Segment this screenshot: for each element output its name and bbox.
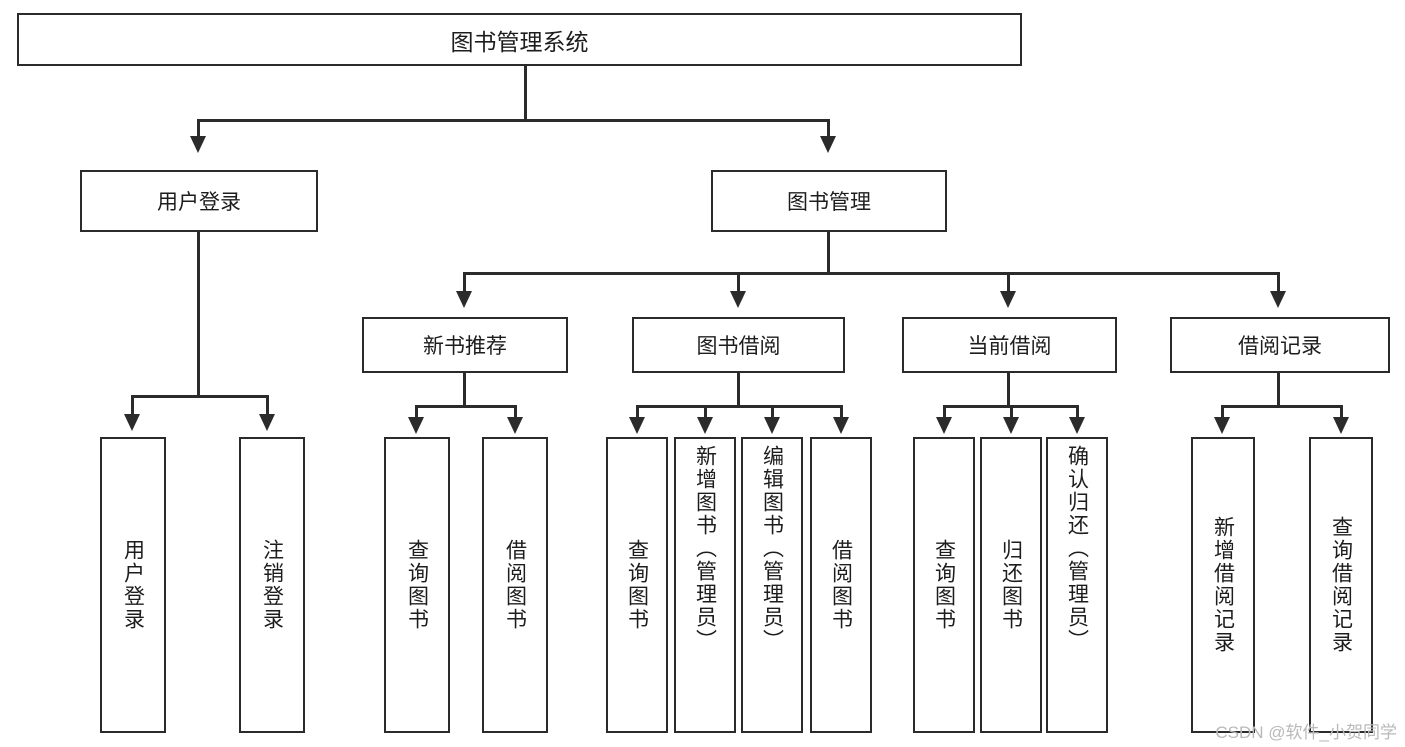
connector-bb-bus [636, 405, 842, 408]
node-label: 查询图书 [625, 539, 649, 631]
connector-bb-stem [737, 373, 740, 407]
node-label: 新增借阅记录 [1211, 516, 1235, 654]
connector-cb-branch-3 [1076, 405, 1079, 419]
connector-nbr-bus [415, 405, 516, 408]
node-label: 查询图书 [932, 539, 956, 631]
node-label: 图书管理系统 [450, 28, 589, 55]
connector-root-to-book-management [827, 119, 830, 139]
arrowhead-bm-to-book-borrow [730, 291, 746, 308]
arrowhead-bb-leaf-4 [833, 417, 849, 434]
leaf-book-borrow-query-book[interactable]: 查询图书 [606, 437, 668, 733]
leaf-book-borrow-borrow-book[interactable]: 借阅图书 [810, 437, 872, 733]
arrowhead-root-to-book-management [820, 136, 836, 153]
arrowhead-nbr-leaf-2 [507, 417, 523, 434]
connector-nbr-stem [463, 373, 466, 407]
node-label: 借阅记录 [1238, 335, 1322, 358]
leaf-new-book-recommend-borrow-book[interactable]: 借阅图书 [482, 437, 548, 733]
connector-bm-branch-2 [737, 272, 740, 294]
node-user-login[interactable]: 用户登录 [80, 170, 318, 232]
node-borrow-record[interactable]: 借阅记录 [1170, 317, 1390, 373]
node-label: 当前借阅 [967, 335, 1052, 358]
arrowhead-nbr-leaf-1 [408, 417, 424, 434]
connector-root-to-user-login [197, 119, 200, 139]
connector-br-stem [1277, 373, 1280, 407]
leaf-current-borrow-query-book[interactable]: 查询图书 [913, 437, 975, 733]
connector-nbr-branch-2 [514, 405, 517, 419]
connector-user-login-bus [131, 395, 268, 398]
connector-cb-stem [1007, 373, 1010, 407]
leaf-new-book-recommend-query-book[interactable]: 查询图书 [384, 437, 450, 733]
connector-bb-branch-2 [704, 405, 707, 419]
leaf-borrow-record-query-record[interactable]: 查询借阅记录 [1309, 437, 1373, 733]
connector-br-bus [1221, 405, 1342, 408]
node-label: 确认归还（管理员） [1065, 445, 1089, 652]
arrowhead-cb-leaf-2 [1003, 417, 1019, 434]
arrowhead-user-login-leaf-1 [124, 414, 140, 431]
node-label: 查询图书 [405, 539, 429, 631]
leaf-user-login-login[interactable]: 用户登录 [100, 437, 166, 733]
leaf-borrow-record-add-record[interactable]: 新增借阅记录 [1191, 437, 1255, 733]
connector-root-bus [197, 119, 829, 122]
node-label: 新书推荐 [423, 335, 507, 358]
node-label: 用户登录 [157, 191, 241, 214]
leaf-user-login-logout[interactable]: 注销登录 [239, 437, 305, 733]
connector-br-branch-1 [1221, 405, 1224, 419]
leaf-current-borrow-return-book[interactable]: 归还图书 [980, 437, 1042, 733]
connector-bm-branch-3 [1007, 272, 1010, 294]
connector-bb-branch-1 [636, 405, 639, 419]
connector-bm-branch-4 [1277, 272, 1280, 294]
connector-book-management-bus [463, 272, 1279, 275]
node-label: 查询借阅记录 [1329, 516, 1353, 654]
connector-user-login-branch-2 [266, 395, 269, 417]
node-new-book-recommend[interactable]: 新书推荐 [362, 317, 568, 373]
connector-cb-branch-1 [943, 405, 946, 419]
node-label: 编辑图书（管理员） [760, 445, 784, 652]
node-label: 借阅图书 [829, 539, 853, 631]
connector-cb-branch-2 [1010, 405, 1013, 419]
arrowhead-user-login-leaf-2 [259, 414, 275, 431]
node-book-borrow[interactable]: 图书借阅 [632, 317, 845, 373]
leaf-current-borrow-confirm-return-admin[interactable]: 确认归还（管理员） [1046, 437, 1108, 733]
node-label: 借阅图书 [503, 539, 527, 631]
node-label: 归还图书 [999, 539, 1023, 631]
arrowhead-bm-to-borrow-record [1270, 291, 1286, 308]
connector-root-stem [524, 66, 527, 120]
node-label: 用户登录 [121, 539, 145, 631]
arrowhead-root-to-user-login [190, 136, 206, 153]
connector-book-management-stem [827, 232, 830, 274]
arrowhead-bb-leaf-1 [629, 417, 645, 434]
arrowhead-cb-leaf-1 [936, 417, 952, 434]
connector-user-login-stem [197, 232, 200, 397]
arrowhead-bm-to-current-borrow [1000, 291, 1016, 308]
connector-bm-branch-1 [463, 272, 466, 294]
node-label: 图书借阅 [696, 335, 781, 358]
arrowhead-br-leaf-1 [1214, 417, 1230, 434]
node-label: 新增图书（管理员） [693, 445, 717, 652]
connector-bb-branch-4 [840, 405, 843, 419]
arrowhead-bm-to-new-book-recommend [456, 291, 472, 308]
connector-br-branch-2 [1340, 405, 1343, 419]
connector-bb-branch-3 [771, 405, 774, 419]
arrowhead-br-leaf-2 [1333, 417, 1349, 434]
node-label: 图书管理 [787, 191, 871, 214]
connector-user-login-branch-1 [131, 395, 134, 417]
node-label: 注销登录 [260, 539, 284, 631]
arrowhead-bb-leaf-2 [697, 417, 713, 434]
arrowhead-bb-leaf-3 [764, 417, 780, 434]
node-current-borrow[interactable]: 当前借阅 [902, 317, 1117, 373]
leaf-book-borrow-edit-book-admin[interactable]: 编辑图书（管理员） [741, 437, 803, 733]
connector-nbr-branch-1 [415, 405, 418, 419]
arrowhead-cb-leaf-3 [1069, 417, 1085, 434]
node-root-book-management-system[interactable]: 图书管理系统 [17, 13, 1022, 66]
leaf-book-borrow-add-book-admin[interactable]: 新增图书（管理员） [674, 437, 736, 733]
node-book-management[interactable]: 图书管理 [711, 170, 947, 232]
